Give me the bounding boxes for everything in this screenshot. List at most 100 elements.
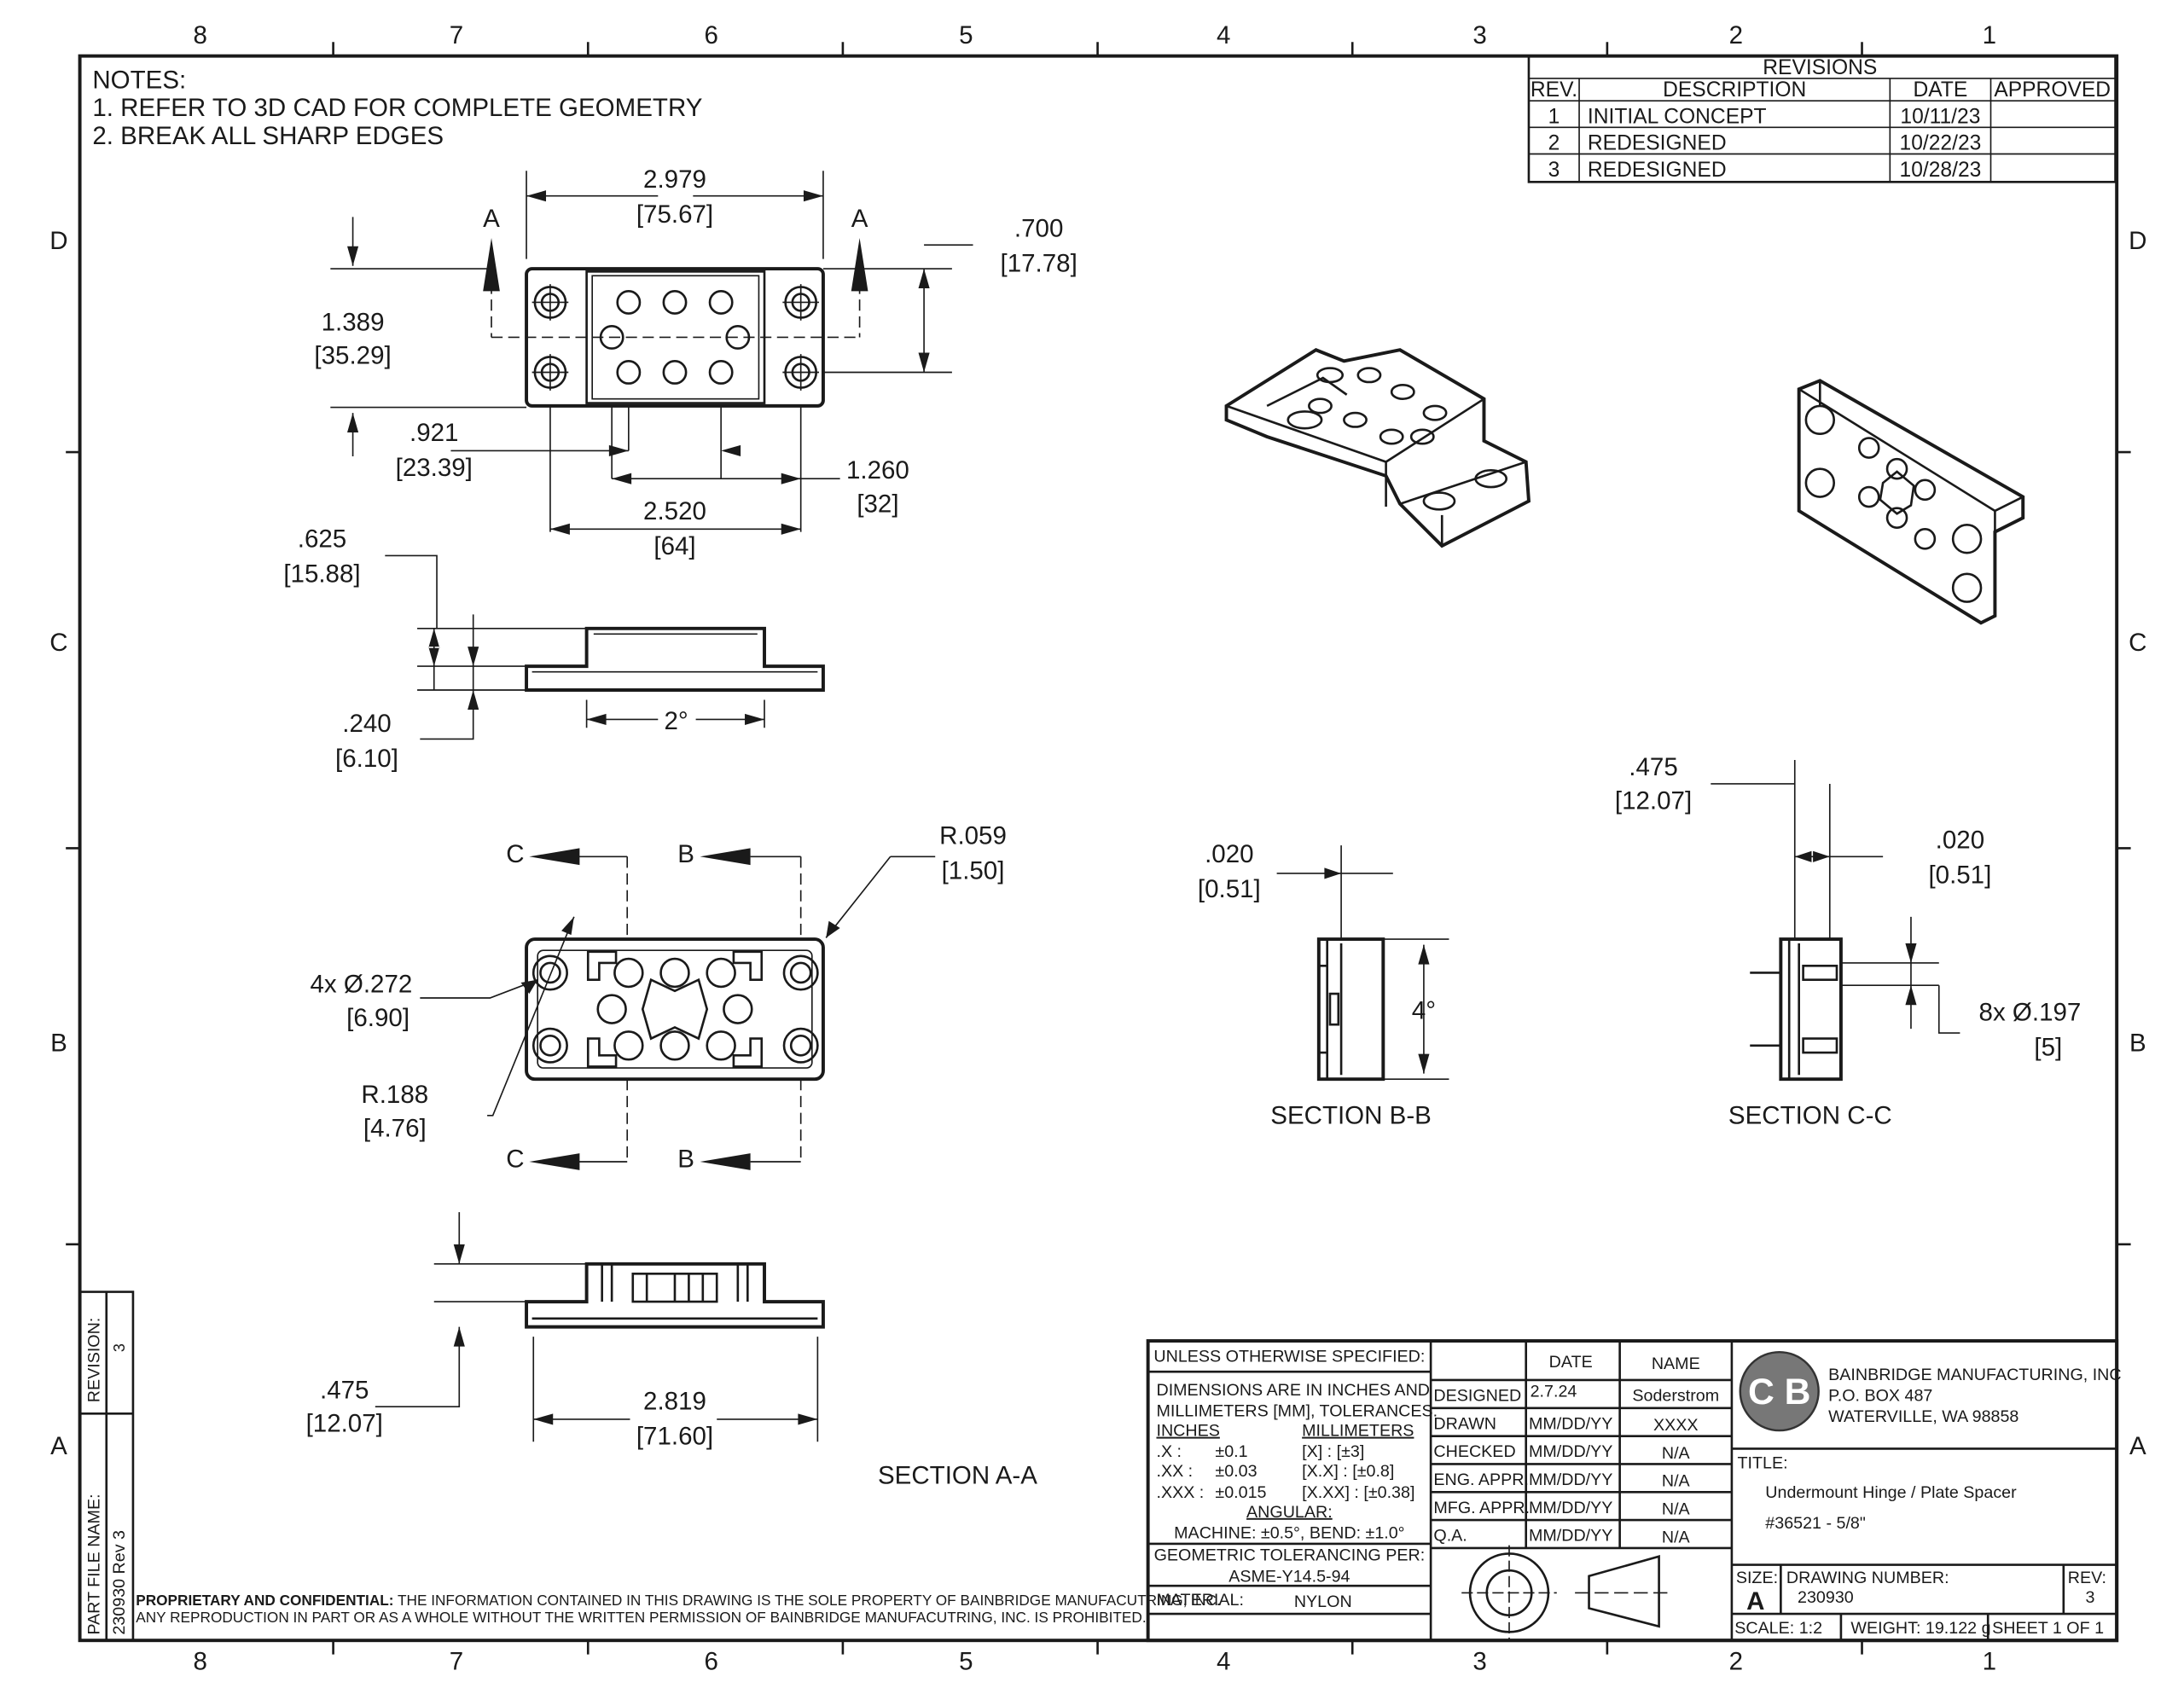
- signoff-name: N/A: [1662, 1528, 1691, 1546]
- dim-label: .020: [1936, 826, 1984, 854]
- company-name: BAINBRIDGE MANUFACTURING, INC: [1828, 1366, 2121, 1384]
- note-item: 1. REFER TO 3D CAD FOR COMPLETE GEOMETRY: [92, 94, 702, 122]
- part-file-sidebox: REVISION: 3 PART FILE NAME: 230930 Rev 3: [79, 1291, 135, 1641]
- millimeters-header: MILLIMETERS: [1302, 1422, 1414, 1441]
- dim-label: .475: [320, 1376, 369, 1404]
- view-label: SECTION B-B: [1270, 1102, 1432, 1130]
- view-label: SECTION C-C: [1728, 1102, 1892, 1130]
- scale: SCALE: 1:2: [1734, 1619, 1822, 1638]
- revisions-header: APPROVED: [1994, 78, 2111, 102]
- dim-label: 4x Ø.272: [311, 970, 413, 998]
- section-c-c-view: [1711, 760, 1960, 1082]
- signoff-date: MM/DD/YY: [1529, 1527, 1612, 1546]
- zone-col: 8: [193, 21, 206, 49]
- file-name-label: PART FILE NAME:: [85, 1494, 104, 1634]
- dim-label: 4°: [1412, 997, 1436, 1025]
- zone-col: 8: [193, 1648, 206, 1676]
- isometric-view-top: [1224, 348, 1531, 548]
- angular-header: ANGULAR:: [1246, 1503, 1333, 1522]
- revision-rev: 1: [1548, 105, 1560, 128]
- dim-label: [0.51]: [1198, 875, 1261, 903]
- bottom-view: [420, 848, 936, 1170]
- proprietary-line1: THE INFORMATION CONTAINED IN THIS DRAWIN…: [394, 1592, 1221, 1609]
- zone-row: C: [49, 629, 67, 657]
- dim-label: .240: [342, 710, 391, 738]
- unless-specified: UNLESS OTHERWISE SPECIFIED:: [1153, 1348, 1425, 1366]
- revision-date: 10/28/23: [1900, 159, 1982, 182]
- zone-col: 1: [1983, 1648, 1996, 1676]
- notes: NOTES: 1. REFER TO 3D CAD FOR COMPLETE G…: [92, 66, 702, 150]
- tol: [X.XX] : [±0.38]: [1302, 1483, 1414, 1502]
- weight: WEIGHT: 19.122 g: [1850, 1619, 1990, 1638]
- note-item: 2. BREAK ALL SHARP EDGES: [92, 122, 444, 150]
- signoff-role: CHECKED: [1433, 1442, 1515, 1461]
- revision-label: REVISION:: [85, 1318, 104, 1403]
- part-number: #36521 - 5/8": [1765, 1514, 1866, 1533]
- signoff-date: 2.7.24: [1531, 1383, 1577, 1401]
- dim-label: [1.50]: [942, 857, 1005, 885]
- dim-label: [0.51]: [1928, 861, 1991, 889]
- tol: .XXX :: [1156, 1483, 1204, 1502]
- dim-label: [71.60]: [636, 1422, 713, 1450]
- dim-label: 2.520: [643, 497, 706, 525]
- signoff-date: MM/DD/YY: [1529, 1470, 1612, 1489]
- dim-note: DIMENSIONS ARE IN INCHES AND: [1156, 1381, 1430, 1400]
- dim-label: [35.29]: [314, 342, 391, 370]
- dim-label: .921: [410, 419, 458, 447]
- zone-col: 6: [704, 21, 717, 49]
- dim-label: R.188: [361, 1081, 428, 1109]
- zone-col: 3: [1472, 21, 1486, 49]
- drawing-title: Undermount Hinge / Plate Spacer: [1765, 1483, 2017, 1502]
- signoff-role: DRAWN: [1433, 1414, 1496, 1433]
- revisions-table: REVISIONS REV. DESCRIPTION DATE APPROVED…: [1527, 55, 2117, 183]
- signoff-role: MFG. APPR.: [1433, 1499, 1530, 1517]
- zone-col: 4: [1217, 21, 1230, 49]
- svg-text:PROPRIETARY AND CONFIDENTIAL:: PROPRIETARY AND CONFIDENTIAL: THE INFORM…: [136, 1592, 1220, 1609]
- size-value: A: [1746, 1587, 1764, 1615]
- revision-value: 3: [111, 1343, 128, 1352]
- dim-label: .625: [298, 525, 346, 554]
- dim-label: [15.88]: [283, 560, 360, 589]
- zone-col: 3: [1472, 1648, 1486, 1676]
- revision-rev: 3: [1548, 159, 1560, 182]
- section-marker: B: [677, 1146, 694, 1174]
- view-label: SECTION A-A: [878, 1461, 1037, 1489]
- dim-label: 8x Ø.197: [1979, 998, 2082, 1026]
- zone-col: 1: [1983, 21, 1996, 49]
- size-label: SIZE:: [1736, 1569, 1778, 1587]
- zone-row: D: [2129, 227, 2146, 255]
- inches-header: INCHES: [1156, 1422, 1219, 1441]
- zone-col: 6: [704, 1648, 717, 1676]
- sign-header: NAME: [1652, 1354, 1700, 1373]
- signoff-date: MM/DD/YY: [1529, 1414, 1612, 1433]
- notes-title: NOTES:: [92, 66, 186, 94]
- dim-label: .700: [1014, 214, 1063, 242]
- revision-rev: 2: [1548, 132, 1560, 155]
- dim-label: [64]: [653, 532, 695, 560]
- signoff-name: XXXX: [1653, 1416, 1699, 1435]
- revision-date: 10/11/23: [1900, 105, 1980, 128]
- dim-label: [12.07]: [306, 1410, 383, 1438]
- revision-date: 10/22/23: [1900, 132, 1982, 155]
- revision-desc: REDESIGNED: [1588, 132, 1727, 155]
- section-a-a-view: [375, 1212, 825, 1442]
- signoff-role: Q.A.: [1433, 1527, 1467, 1546]
- drawing-frame: [66, 42, 2131, 1655]
- dim-label: [6.90]: [346, 1004, 410, 1032]
- rev-value: 3: [2086, 1588, 2095, 1607]
- company-address: P.O. BOX 487: [1828, 1387, 1932, 1406]
- tol: ±0.015: [1215, 1483, 1266, 1502]
- section-marker: B: [677, 840, 694, 868]
- signoff-role: DESIGNED: [1433, 1387, 1521, 1406]
- file-name-value: 230930 Rev 3: [110, 1530, 129, 1635]
- zone-col: 7: [450, 21, 463, 49]
- side-view: [385, 554, 825, 740]
- dim-label: .020: [1205, 840, 1253, 868]
- dim-note: MILLIMETERS [MM], TOLERANCES:: [1156, 1402, 1438, 1421]
- top-view: [330, 171, 973, 535]
- dim-label: 1.260: [846, 456, 909, 484]
- revisions-header: REV.: [1531, 78, 1577, 102]
- dim-label: 2.979: [643, 165, 706, 194]
- section-marker: A: [483, 205, 500, 233]
